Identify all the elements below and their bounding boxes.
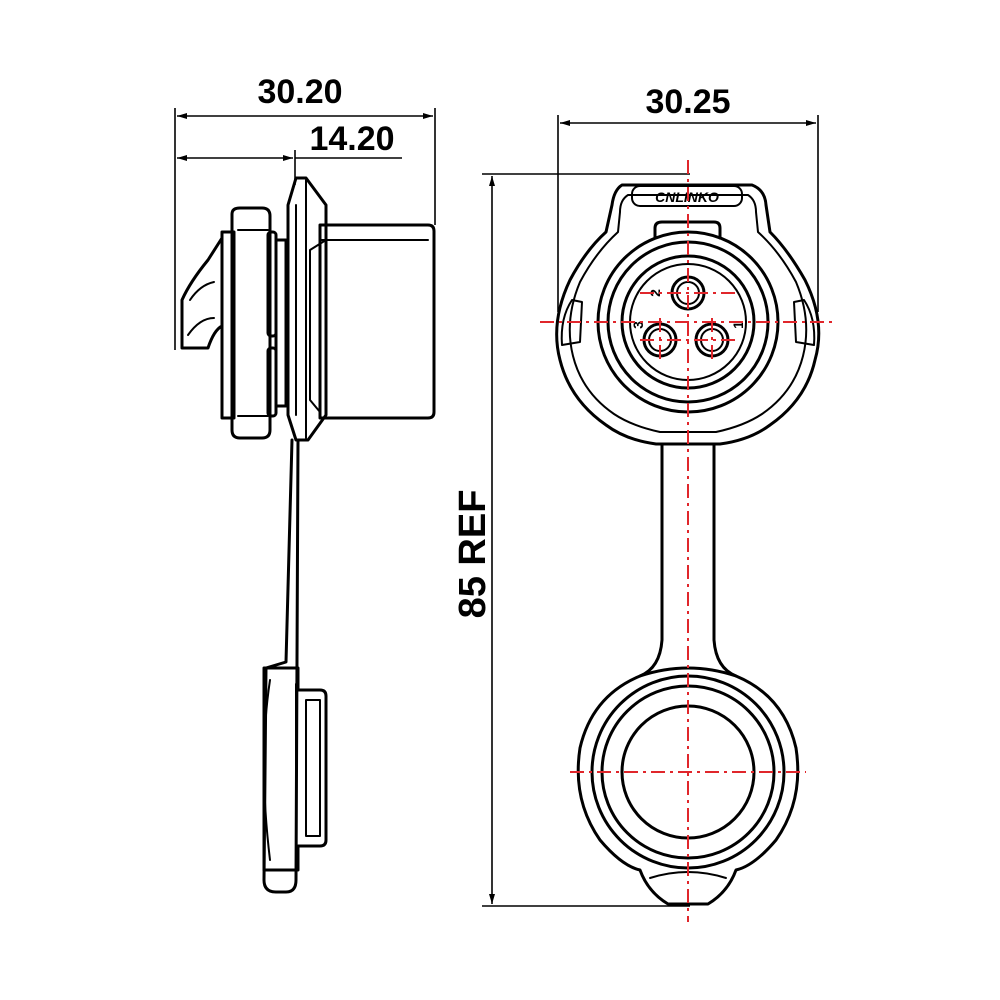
- panel-nut: [230, 206, 272, 440]
- rear-cable-knob: [180, 236, 224, 350]
- panel-flange: [286, 176, 328, 442]
- pin-label-2: 2: [647, 289, 663, 297]
- side-tether-strap: [262, 438, 300, 894]
- front-receptacle-body: [318, 223, 436, 420]
- pin-label-3: 3: [630, 321, 646, 329]
- dust-cap-outline: [576, 666, 800, 906]
- pin-label-1: 1: [730, 321, 746, 329]
- dimension-overall-length: 85 REF: [452, 173, 690, 907]
- left-lug: [560, 299, 583, 346]
- dim-label-overall-length: 85 REF: [452, 490, 494, 619]
- side-dust-cap: [262, 666, 328, 872]
- right-lug: [793, 299, 816, 346]
- dim-label-side-overall-width: 30.20: [257, 73, 342, 111]
- side-view: 30.20 14.20: [174, 73, 436, 894]
- centerlines: [540, 160, 836, 922]
- receptacle-housing-outline: [555, 183, 821, 446]
- dimension-side-overall-width: 30.20: [174, 73, 436, 350]
- front-view: 30.25 85 REF CNLINKO: [452, 83, 836, 922]
- dim-label-side-body-depth: 14.20: [309, 120, 394, 158]
- dimension-side-body-depth: 14.20: [177, 120, 402, 185]
- dim-label-front-width: 30.25: [645, 83, 730, 121]
- dimension-front-width: 30.25: [557, 83, 819, 312]
- rear-washer: [220, 230, 236, 420]
